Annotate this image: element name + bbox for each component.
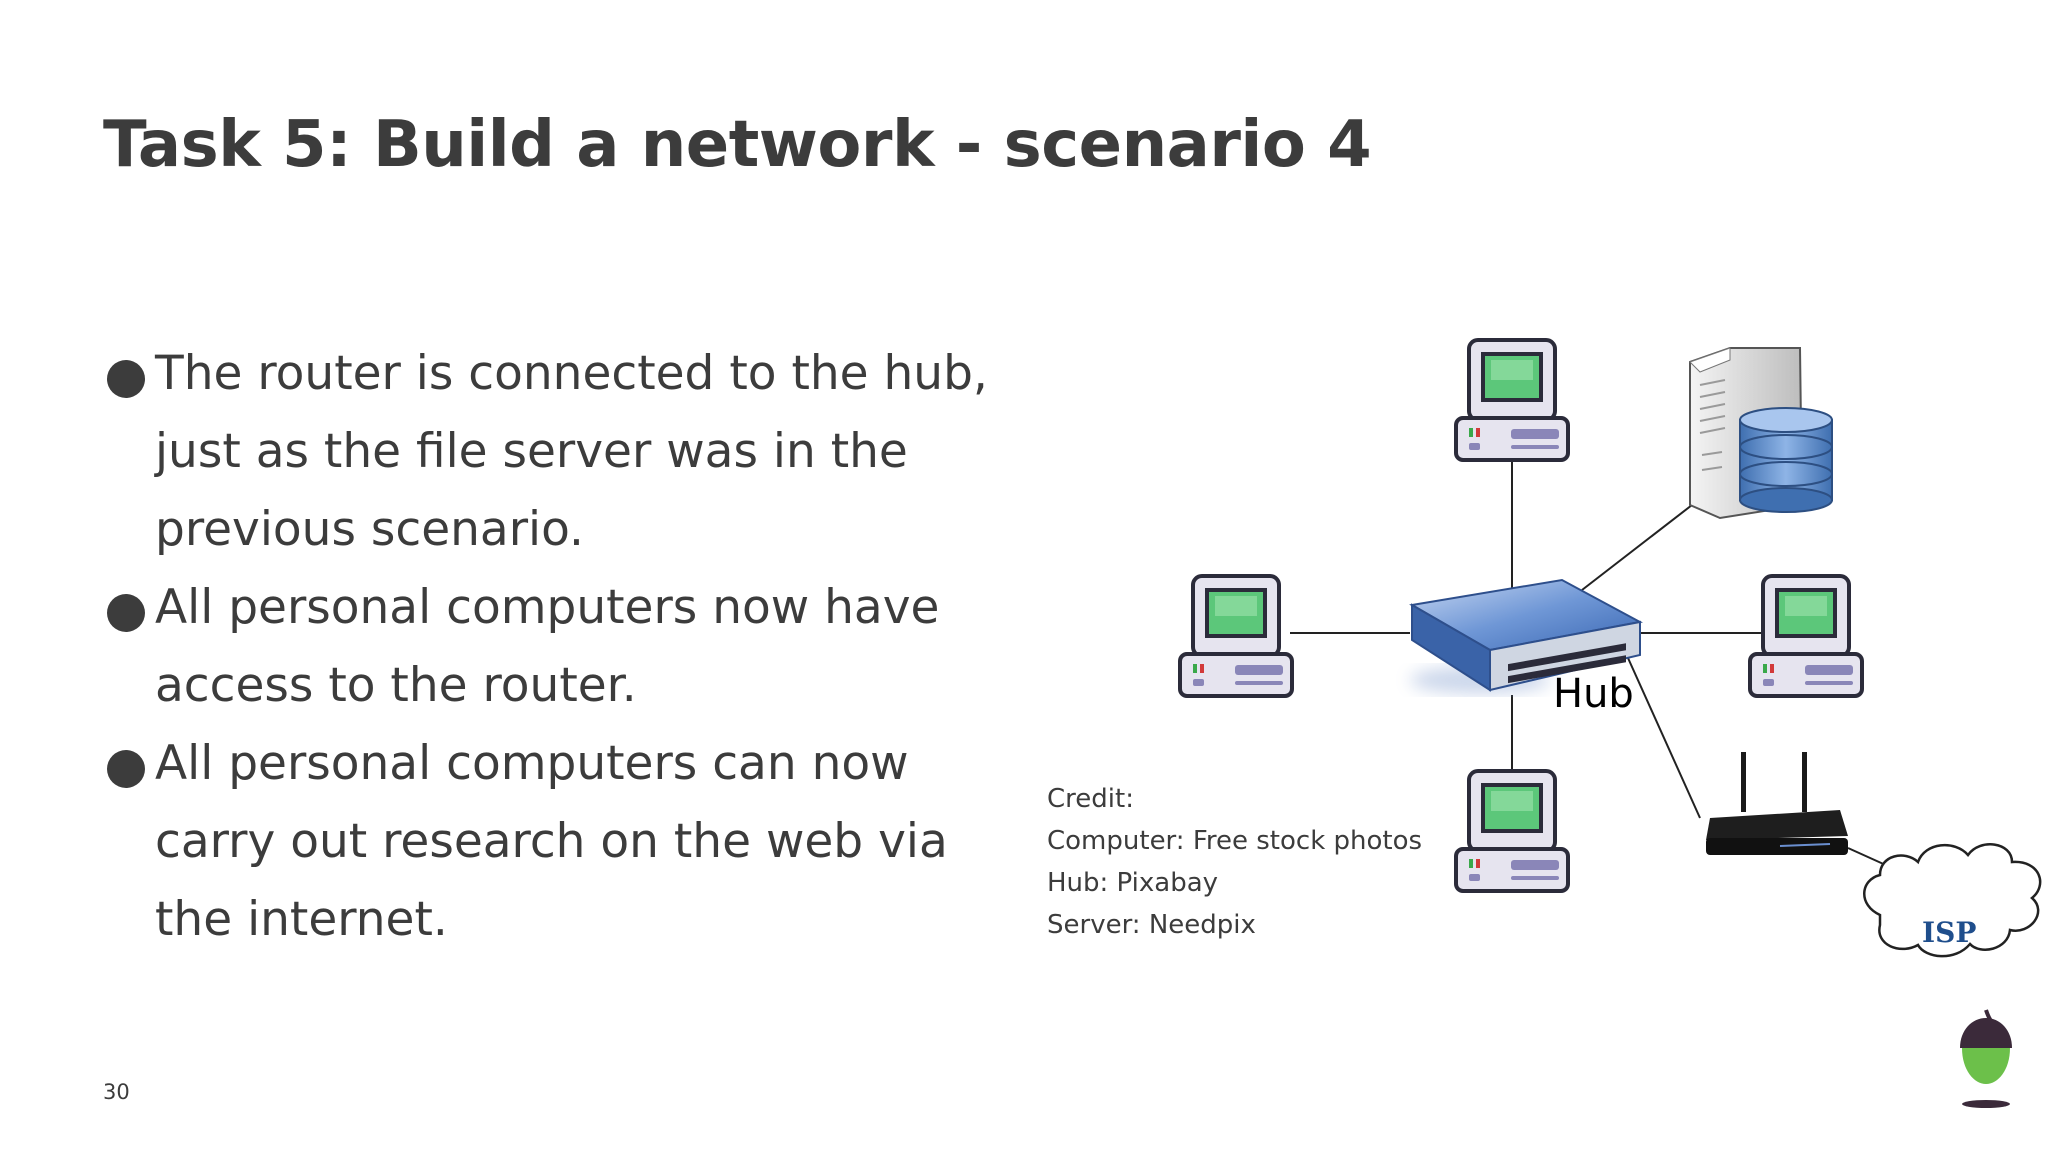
credit-computer: Computer: Free stock photos [1047, 826, 1423, 856]
isp-label: ISP [1922, 916, 1976, 949]
bullet-dot-icon [107, 360, 145, 398]
isp-cloud-icon [1863, 843, 2042, 958]
computer-right-icon [1748, 574, 1864, 698]
bullet-dot-icon [107, 750, 145, 788]
bullet-item: All personal computers now have access t… [103, 569, 1023, 725]
bullet-text: All personal computers now have access t… [155, 580, 940, 713]
credit-hub: Hub: Pixabay [1047, 868, 1219, 898]
bullet-dot-icon [107, 594, 145, 632]
bullet-list: The router is connected to the hub, just… [103, 335, 1023, 959]
file-server-icon [1689, 347, 1833, 520]
hub-icon [1409, 578, 1643, 694]
router-icon [1706, 752, 1848, 855]
connection-lines [1290, 458, 1931, 886]
bullet-item: The router is connected to the hub, just… [103, 335, 1023, 569]
bullet-text: All personal computers can now carry out… [155, 736, 948, 947]
credits-block: Credit: Computer: Free stock photos Hub:… [1047, 778, 1422, 946]
computer-top-icon [1454, 338, 1570, 462]
slide-title: Task 5: Build a network - scenario 4 [103, 108, 1372, 182]
page-number: 30 [103, 1080, 130, 1104]
hub-label: Hub [1553, 671, 1634, 717]
bullet-text: The router is connected to the hub, just… [155, 346, 988, 557]
computer-bottom-icon [1454, 769, 1570, 893]
acorn-logo-icon [1960, 1009, 2012, 1108]
credit-heading: Credit: [1047, 784, 1134, 814]
bullet-item: All personal computers can now carry out… [103, 725, 1023, 959]
credit-server: Server: Needpix [1047, 910, 1256, 940]
computer-left-icon [1178, 574, 1294, 698]
